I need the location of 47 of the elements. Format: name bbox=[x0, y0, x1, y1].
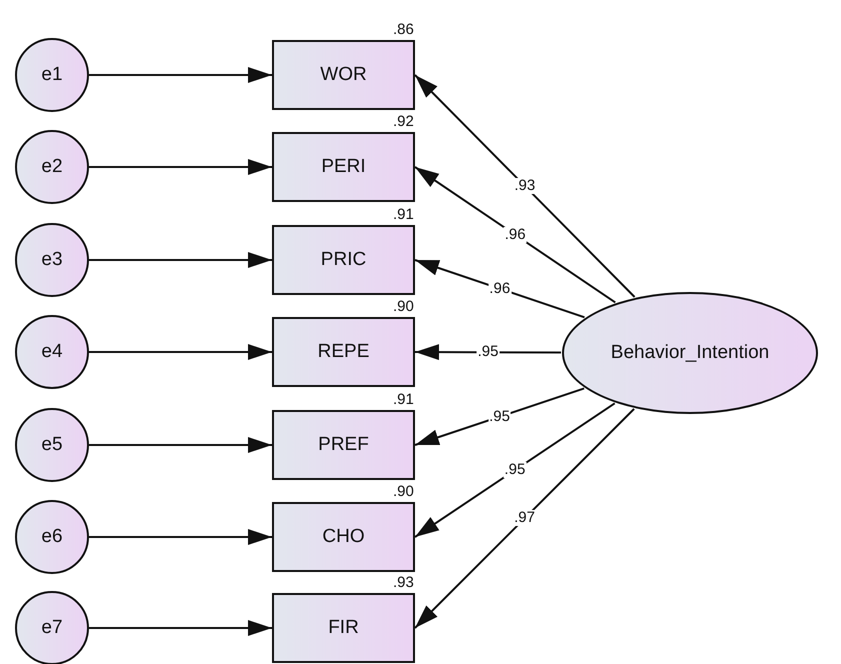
node-label: FIR bbox=[328, 617, 359, 639]
r-squared-value: .90 bbox=[393, 484, 414, 500]
r-squared-value: .91 bbox=[393, 392, 414, 408]
observed-variable-box bbox=[272, 317, 415, 387]
arrow bbox=[414, 402, 616, 538]
observed-variable-box bbox=[272, 502, 415, 572]
node-label: CHO bbox=[322, 526, 365, 548]
edge-label: .93 bbox=[513, 178, 536, 194]
arrow bbox=[89, 529, 272, 545]
r-squared-value: .86 bbox=[393, 22, 414, 38]
node-label: PREF bbox=[318, 434, 369, 456]
node-label: e4 bbox=[41, 341, 63, 363]
node-label: e6 bbox=[41, 526, 63, 548]
edge-label: .95 bbox=[503, 462, 526, 478]
node-label: e7 bbox=[41, 617, 63, 639]
arrow bbox=[414, 408, 635, 629]
edge-label: .96 bbox=[504, 226, 527, 243]
arrow bbox=[414, 74, 636, 298]
arrow bbox=[89, 159, 272, 175]
r-squared-value: .93 bbox=[393, 575, 414, 591]
arrow bbox=[89, 344, 272, 360]
node-label: e1 bbox=[41, 64, 63, 86]
observed-variable-box bbox=[272, 225, 415, 295]
arrow bbox=[89, 252, 272, 268]
r-squared-value: .91 bbox=[393, 207, 414, 223]
observed-variable-box bbox=[272, 132, 415, 202]
r-squared-value: .90 bbox=[393, 299, 414, 315]
node-label: REPE bbox=[318, 341, 370, 363]
arrow bbox=[414, 259, 585, 318]
arrow bbox=[89, 620, 272, 636]
node-label: PERI bbox=[321, 156, 366, 178]
arrow bbox=[89, 67, 272, 83]
node-label: e3 bbox=[41, 249, 63, 271]
node-label: e2 bbox=[41, 156, 63, 178]
node-label: Behavior_Intention bbox=[610, 342, 770, 364]
arrow bbox=[414, 166, 616, 304]
node-label: WOR bbox=[320, 64, 367, 86]
r-squared-value: .92 bbox=[393, 114, 414, 130]
arrow bbox=[414, 387, 584, 446]
observed-variable-box bbox=[272, 593, 415, 663]
observed-variable-box bbox=[272, 40, 415, 110]
node-label: e5 bbox=[41, 434, 63, 456]
arrow bbox=[415, 344, 561, 360]
arrow bbox=[89, 437, 272, 453]
node-label: PRIC bbox=[320, 249, 366, 271]
edge-label: .97 bbox=[513, 510, 536, 526]
observed-variable-box bbox=[272, 410, 415, 480]
